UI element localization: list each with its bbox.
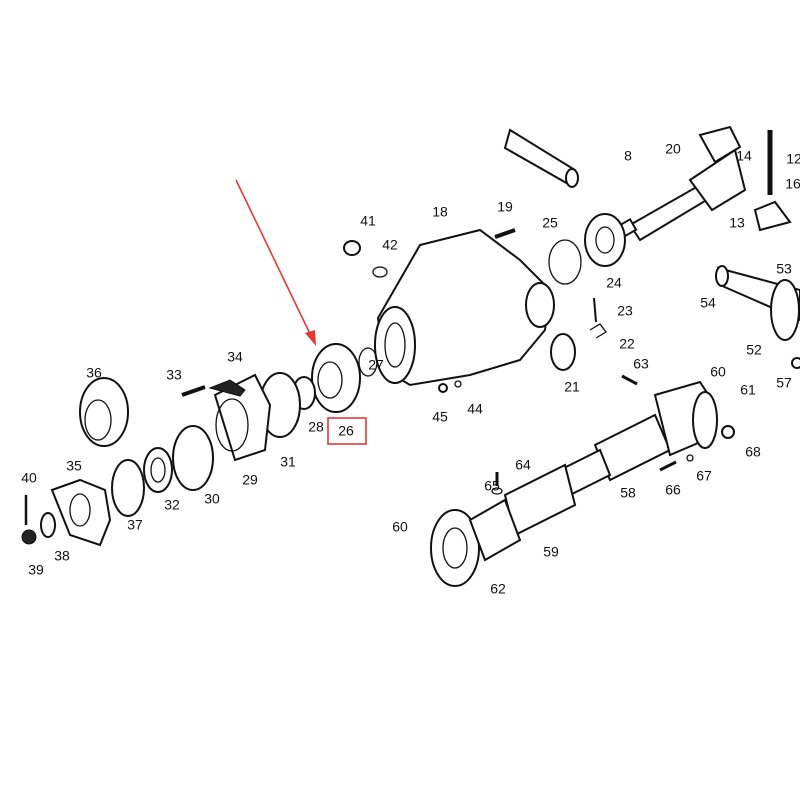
washer-42-part xyxy=(372,266,388,278)
washer-44-part xyxy=(454,380,462,388)
label-30: 30 xyxy=(204,491,220,507)
label-68: 68 xyxy=(745,444,761,460)
label-37: 37 xyxy=(127,517,143,533)
axle-shaft-part xyxy=(715,265,800,341)
label-18: 18 xyxy=(432,204,448,220)
plug-41-part xyxy=(343,240,361,256)
cover-36-part xyxy=(79,377,129,447)
label-24: 24 xyxy=(606,275,622,291)
bolt-63-part xyxy=(621,374,638,386)
pinion-shaft-part xyxy=(616,148,747,242)
nut-45-part xyxy=(438,383,448,393)
differential-housing-part xyxy=(374,228,555,387)
label-61: 61 xyxy=(740,382,756,398)
label-21: 21 xyxy=(564,379,580,395)
label-59: 59 xyxy=(543,544,559,560)
label-16: 16 xyxy=(785,176,800,192)
lock-22-part xyxy=(589,323,607,339)
bolt-66-part xyxy=(659,460,677,472)
label-42: 42 xyxy=(382,237,398,253)
ring-25-part xyxy=(548,239,582,285)
label-45: 45 xyxy=(432,409,448,425)
gear-part xyxy=(698,125,742,164)
nut-57-part xyxy=(791,357,800,369)
label-60-lower: 60 xyxy=(392,519,408,535)
shim-27-part xyxy=(358,347,378,377)
bolt-33-part xyxy=(181,385,206,397)
label-32: 32 xyxy=(164,497,180,513)
housing-29-part xyxy=(213,373,272,462)
propeller-shaft-part xyxy=(430,380,718,587)
part-labels: 8 12 13 14 16 18 19 20 21 22 23 24 25 26… xyxy=(21,141,800,597)
label-22: 22 xyxy=(619,336,635,352)
label-8: 8 xyxy=(624,148,632,164)
bearing-26-part xyxy=(311,343,361,413)
label-13: 13 xyxy=(729,215,745,231)
label-57: 57 xyxy=(776,375,792,391)
seal-32-part xyxy=(143,447,173,493)
washer-65-part xyxy=(491,487,503,495)
label-36: 36 xyxy=(86,365,102,381)
label-19: 19 xyxy=(497,199,513,215)
label-65: 65 xyxy=(484,478,500,494)
nut-39-part xyxy=(21,529,37,545)
label-62: 62 xyxy=(490,581,506,597)
flange-35-part xyxy=(50,478,112,547)
label-25: 25 xyxy=(542,215,558,231)
bracket-34-part xyxy=(208,379,246,397)
label-40: 40 xyxy=(21,470,37,486)
highlight-arrow xyxy=(235,179,316,346)
washer-67-part xyxy=(686,454,694,462)
label-35: 35 xyxy=(66,458,82,474)
label-41: 41 xyxy=(360,213,376,229)
label-28: 28 xyxy=(308,419,324,435)
label-29: 29 xyxy=(242,472,258,488)
label-12: 12 xyxy=(786,151,800,167)
label-53: 53 xyxy=(776,261,792,277)
label-44: 44 xyxy=(467,401,483,417)
label-58: 58 xyxy=(620,485,636,501)
washer-38-part xyxy=(40,512,56,538)
pin-23-part xyxy=(593,297,597,323)
label-63: 63 xyxy=(633,356,649,372)
label-23: 23 xyxy=(617,303,633,319)
label-60-upper: 60 xyxy=(710,364,726,380)
label-33: 33 xyxy=(166,367,182,383)
seal-37-part xyxy=(111,459,145,517)
label-52: 52 xyxy=(746,342,762,358)
bolt-19-part xyxy=(494,228,516,239)
label-39: 39 xyxy=(28,562,44,578)
label-20: 20 xyxy=(665,141,681,157)
label-26: 26 xyxy=(338,423,354,439)
bearing-24-part xyxy=(584,213,626,267)
label-66: 66 xyxy=(665,482,681,498)
highlight-box xyxy=(327,417,367,445)
label-38: 38 xyxy=(54,548,70,564)
label-34: 34 xyxy=(227,349,243,365)
ring-30-part xyxy=(172,425,214,491)
shaft-part xyxy=(503,128,579,188)
label-54: 54 xyxy=(700,295,716,311)
bevel-gear-part xyxy=(753,200,792,232)
label-64: 64 xyxy=(515,457,531,473)
label-14: 14 xyxy=(736,148,752,164)
label-27: 27 xyxy=(368,357,384,373)
gear-21-part xyxy=(550,333,576,371)
label-67: 67 xyxy=(696,468,712,484)
label-31: 31 xyxy=(280,454,296,470)
nut-68-part xyxy=(721,425,735,439)
